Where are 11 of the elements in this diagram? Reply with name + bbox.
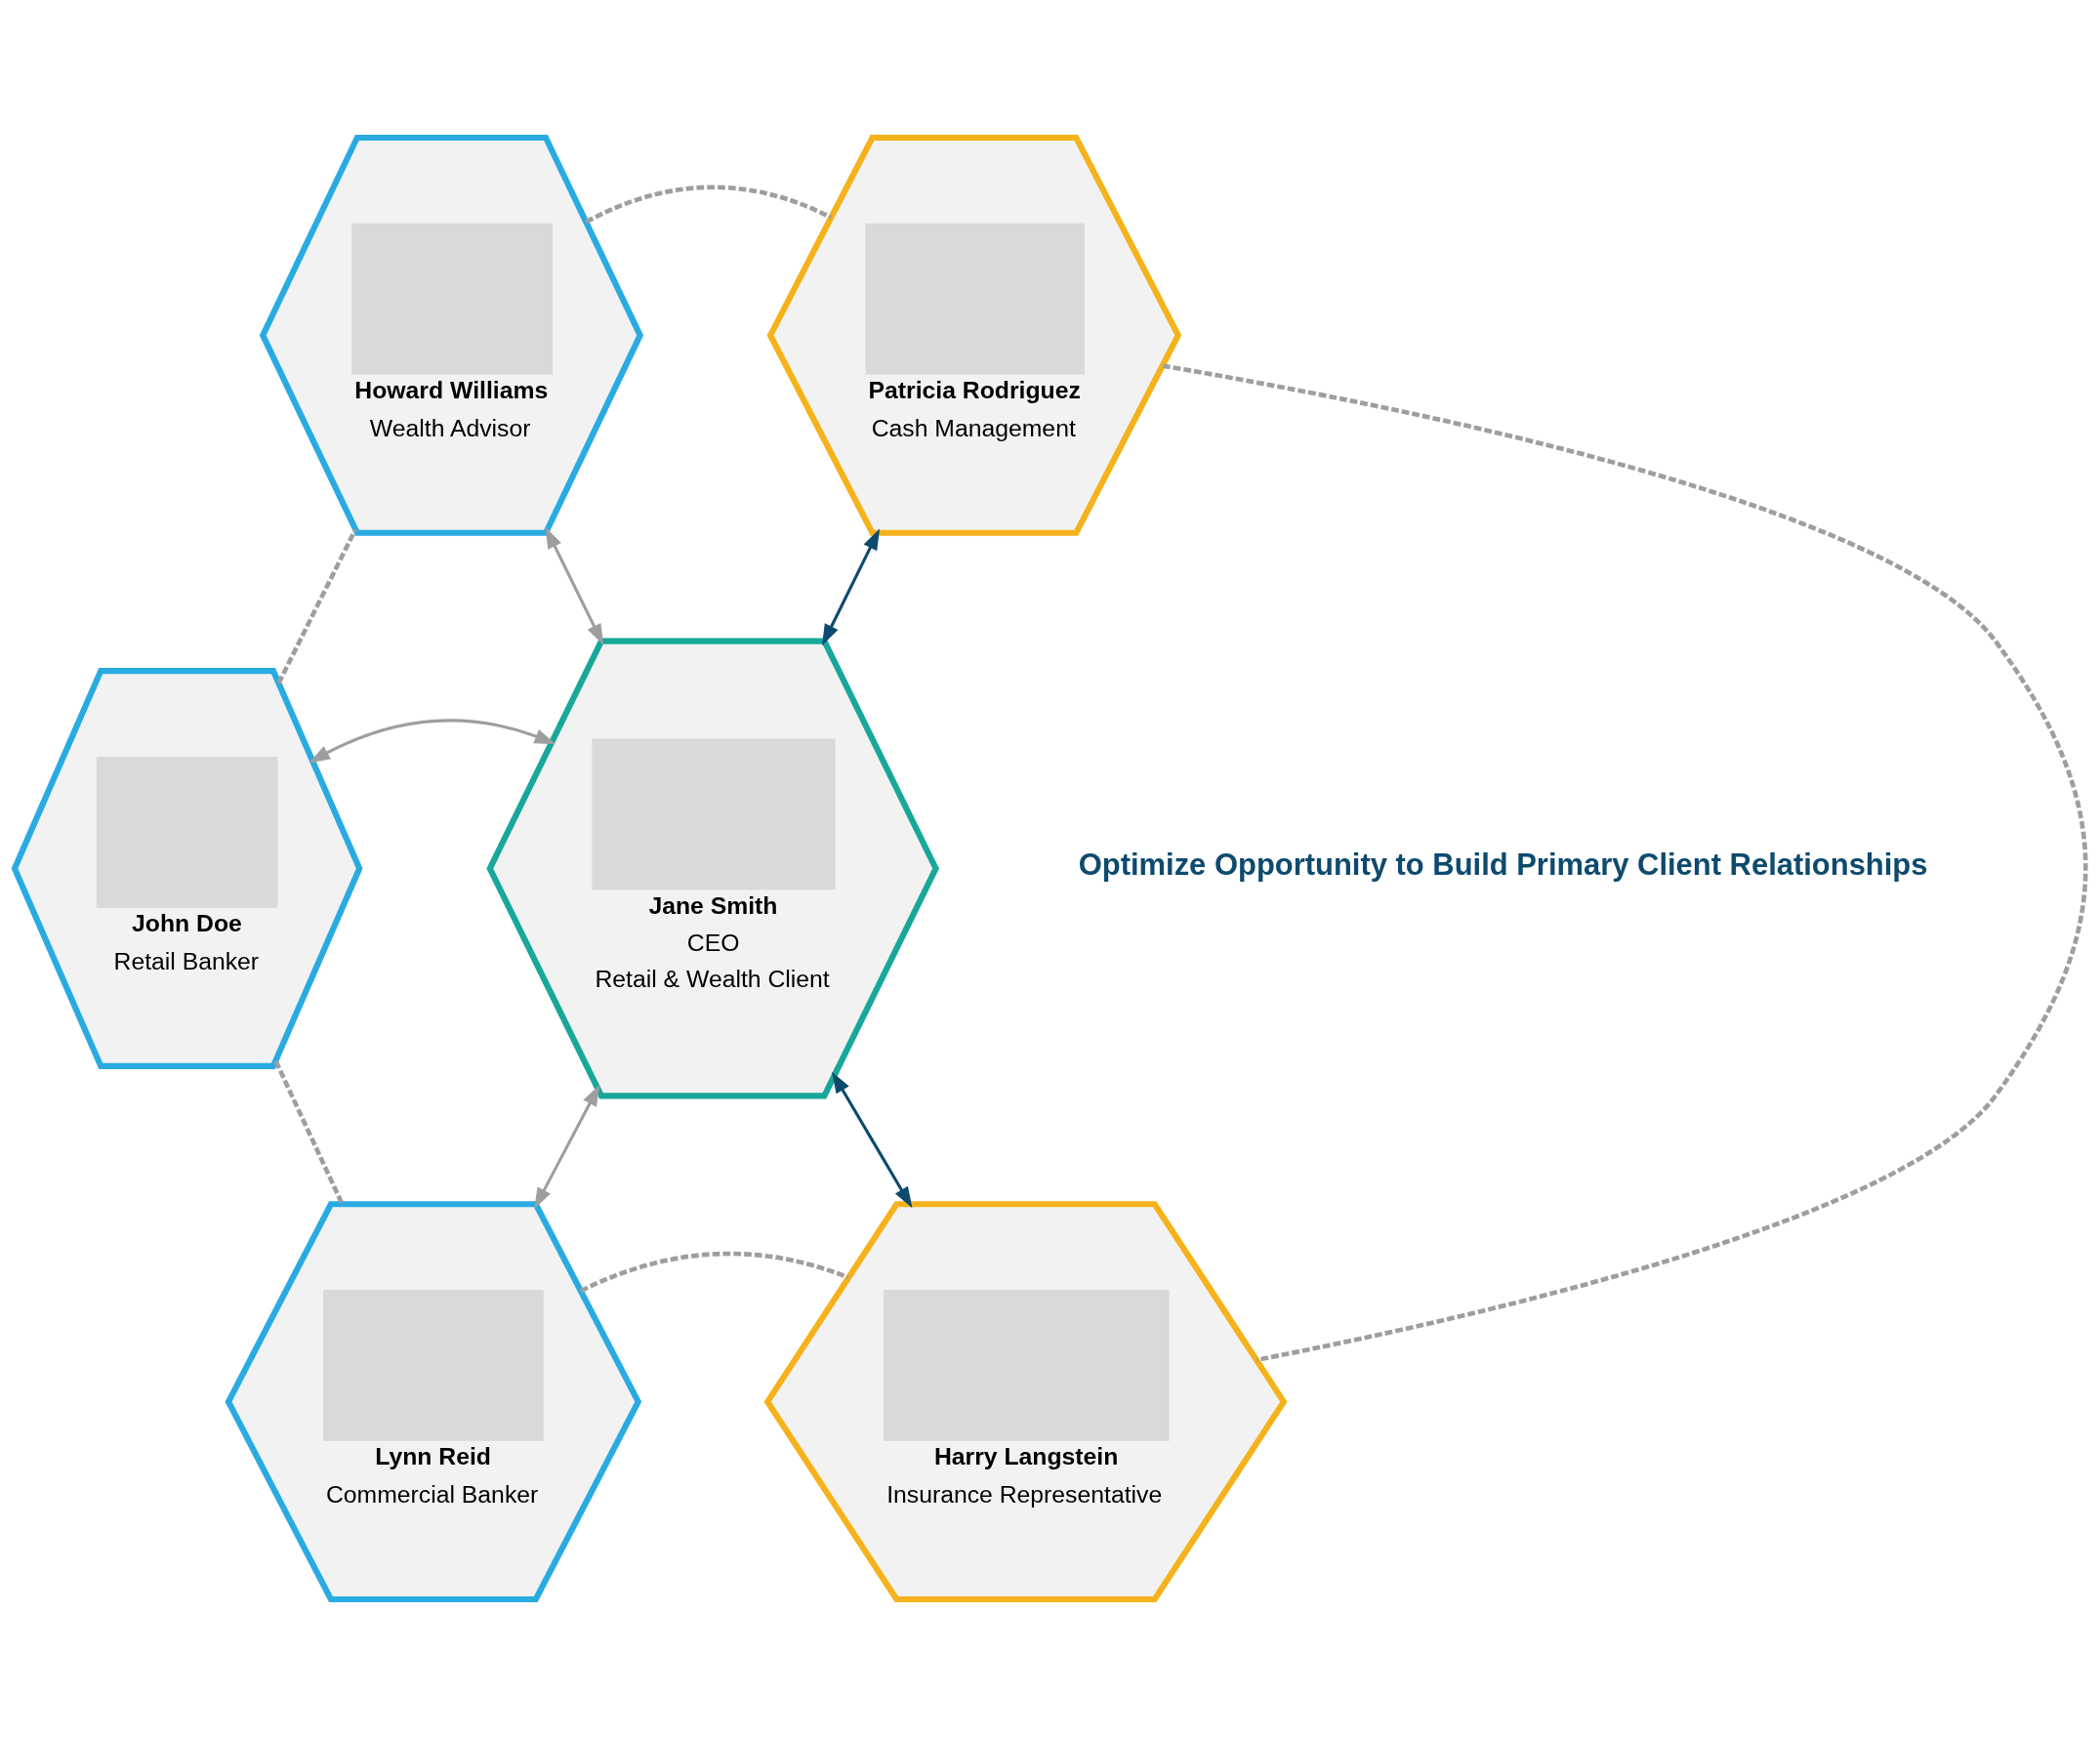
arrow — [545, 526, 604, 645]
connector — [1162, 363, 2087, 1363]
arrow — [534, 1084, 600, 1210]
connector — [273, 1060, 345, 1206]
arrow — [309, 719, 556, 764]
connector — [276, 528, 357, 684]
connector — [579, 1251, 849, 1294]
arrow — [822, 528, 881, 646]
connector — [585, 185, 833, 225]
label: Optimize Opportunity to Build Primary Client Relationships — [1078, 847, 1928, 882]
arrow — [832, 1071, 913, 1209]
